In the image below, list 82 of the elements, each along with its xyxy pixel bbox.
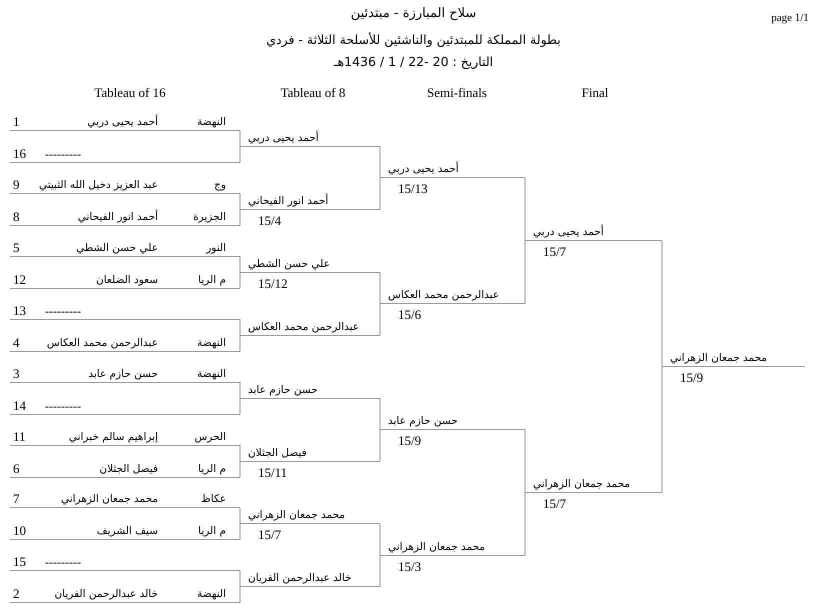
seed-number: 1 — [13, 115, 20, 129]
fencer-name: محمد جمعان الزهراني — [248, 508, 346, 522]
club-name: النهضة — [197, 336, 226, 350]
fencer-name: خالد عبدالرحمن الفريان — [248, 571, 352, 586]
club-name: النهضة — [197, 366, 226, 381]
bracket-line — [524, 492, 526, 556]
fencer-name: عبد العزيز دخيل الله الثبيتي — [38, 178, 158, 192]
seed-number: 10 — [13, 524, 26, 538]
seed-number: 15 — [13, 555, 26, 570]
seed-number: 2 — [13, 587, 20, 602]
fencer-name: حسن حازم عابد — [388, 414, 458, 428]
fencer-name: خالد عبدالرحمن الفريان — [54, 587, 158, 602]
match-score: 15/7 — [543, 496, 566, 511]
club-name: م الريا — [198, 462, 226, 476]
bracket-line — [524, 240, 526, 304]
match-score: 15/7 — [543, 244, 566, 260]
club-name: النور — [206, 240, 226, 255]
club-name: م الريا — [198, 524, 226, 538]
column-header: Tableau of 8 — [280, 85, 346, 100]
match-score: 15/6 — [398, 307, 422, 322]
column-header: Final — [582, 85, 608, 100]
fencer-name: حسن حازم عابد — [248, 382, 318, 397]
bye-marker: --------- — [45, 555, 81, 570]
seed-number: 4 — [13, 336, 20, 350]
seed-number: 7 — [13, 492, 20, 506]
fencer-name: عبدالرحمن محمد العكاس — [46, 336, 158, 350]
fencer-name: إبراهيم سالم خبراني — [68, 430, 158, 444]
club-name: النهضة — [197, 115, 226, 129]
seed-number: 16 — [13, 147, 26, 161]
fencer-name: سيف الشريف — [96, 524, 158, 538]
fencer-name: عبدالرحمن محمد العكاس — [248, 320, 360, 334]
bracket-line — [524, 177, 526, 242]
bye-marker: --------- — [45, 147, 81, 161]
bye-marker: --------- — [45, 398, 81, 413]
club-name: الجزيرة — [193, 210, 226, 224]
seed-number: 5 — [13, 240, 20, 255]
fencer-name: محمد جمعان الزهراني — [60, 492, 158, 506]
subtitle: بطولة المملكة للمبتدئين والناشئين للأسلحة الثلاثة - فردي — [266, 32, 561, 47]
seed-number: 13 — [13, 304, 26, 318]
fencer-name: أحمد يحيى دربي — [248, 131, 319, 145]
seed-number: 12 — [13, 272, 26, 287]
column-header: Semi-finals — [427, 85, 487, 100]
club-name: النهضة — [197, 587, 226, 602]
seed-number: 6 — [13, 462, 20, 476]
title: سلاح المبارزة - مبتدئين — [350, 6, 476, 21]
fencer-name: محمد جمعان الزهراني — [533, 476, 630, 491]
fencer-name: أحمد يحيى دربي — [87, 115, 158, 129]
fencer-name: محمد جمعان الزهراني — [388, 540, 486, 554]
fencer-name: سعود الضلعان — [96, 272, 158, 287]
match-score: 15/3 — [398, 558, 422, 574]
club-name: وج — [214, 178, 226, 192]
match-score: 15/13 — [398, 181, 428, 196]
seed-number: 14 — [13, 398, 26, 413]
column-header: Tableau of 16 — [94, 85, 166, 100]
bracket-line — [524, 429, 526, 493]
bye-marker: --------- — [45, 304, 81, 318]
fencer-name: محمد جمعان الزهراني — [670, 351, 768, 366]
fencer-name: عبدالرحمن محمد العكاس — [388, 288, 500, 302]
seed-number: 8 — [13, 210, 20, 224]
seed-number: 3 — [13, 366, 20, 381]
fencer-name: فيصل الجثلان — [248, 446, 307, 460]
page-number: page 1/1 — [771, 12, 809, 24]
fencer-name: أحمد انور الفيحاني — [248, 194, 328, 208]
match-score: 15/11 — [258, 464, 288, 480]
seed-number: 11 — [13, 430, 26, 444]
fencer-name: أحمد انور الفيحاني — [78, 210, 158, 224]
match-score: 15/12 — [258, 276, 288, 291]
fencer-name: علي حسن الشطي — [76, 240, 158, 255]
fencer-name: أحمد يحيى دربي — [388, 162, 459, 176]
match-score: 15/9 — [398, 433, 422, 448]
seed-number: 9 — [13, 178, 20, 192]
fencer-name: أحمد يحيى دربي — [533, 225, 604, 240]
club-name: عكاظ — [201, 492, 226, 506]
match-score: 15/9 — [680, 370, 704, 386]
match-score: 15/7 — [258, 527, 282, 542]
club-name: الحرس — [194, 430, 226, 444]
club-name: م الريا — [198, 272, 226, 287]
match-score: 15/4 — [258, 212, 282, 228]
date-line: التاريخ : 20 -22 / 1 / 1436هـ — [334, 54, 494, 69]
fencer-name: فيصل الجثلان — [99, 462, 158, 476]
fencer-name: حسن حازم عابد — [88, 366, 158, 381]
fencer-name: علي حسن الشطي — [248, 256, 330, 271]
